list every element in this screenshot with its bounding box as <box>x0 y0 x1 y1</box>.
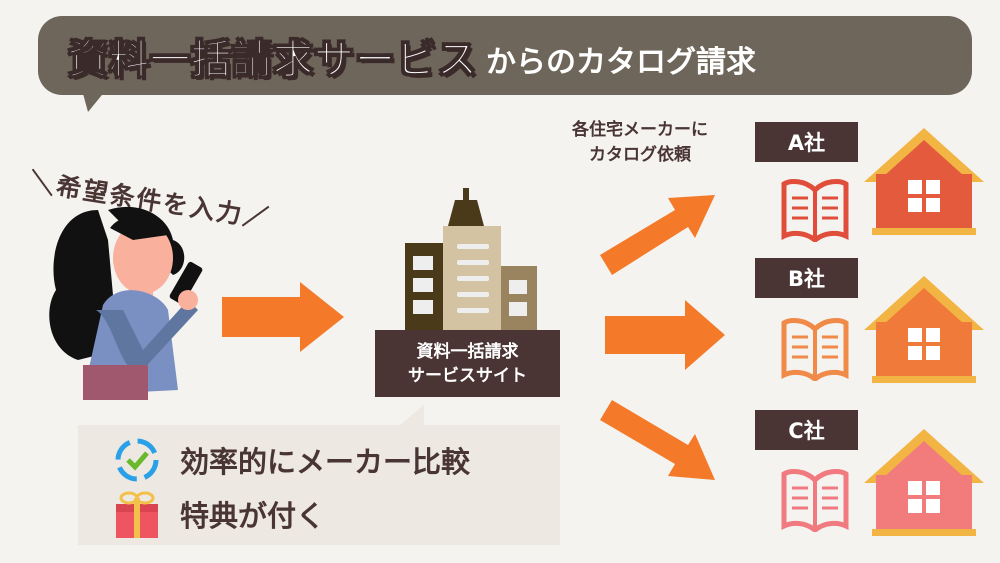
title-bubble-tail <box>82 90 106 112</box>
request-caption: 各住宅メーカーに カタログ依頼 <box>545 118 735 168</box>
gift-icon <box>116 491 158 538</box>
house-b-icon <box>864 276 984 383</box>
house-c-icon <box>864 429 984 536</box>
benefit-item: 特典が付く <box>112 490 325 538</box>
building-icon <box>405 188 537 333</box>
benefit-label: 効率的にメーカー比較 <box>180 445 471 479</box>
request-caption-line1: 各住宅メーカーに <box>572 120 708 140</box>
benefit-label: 特典が付く <box>180 499 326 533</box>
title-banner: 資料一括請求サービス からのカタログ請求 <box>38 16 972 95</box>
company-c-label: C社 <box>755 410 858 450</box>
arrow-to-service <box>222 282 344 352</box>
house-a-icon <box>864 128 984 235</box>
company-b-label: B社 <box>755 258 858 298</box>
arrow-to-company-c <box>600 400 715 480</box>
service-site-line2: サービスサイト <box>408 366 527 386</box>
catalog-book-icon <box>781 318 849 381</box>
arrow-to-company-a <box>600 195 715 275</box>
company-a-label: A社 <box>755 122 858 162</box>
benefits-box: 効率的にメーカー比較 特典が付く <box>78 425 560 545</box>
catalog-book-icon <box>781 469 849 532</box>
arrow-to-company-b <box>605 300 725 370</box>
service-site-label: 資料一括請求 サービスサイト <box>375 330 560 397</box>
woman-with-phone-illustration <box>49 206 203 400</box>
benefit-item: 効率的にメーカー比較 <box>112 435 470 485</box>
title-sub: からのカタログ請求 <box>486 44 756 80</box>
arrows-to-companies <box>600 195 725 480</box>
catalog-book-icon <box>781 179 849 242</box>
benefits-bubble-tail <box>398 405 424 427</box>
request-caption-line2: カタログ依頼 <box>589 145 691 165</box>
title-main: 資料一括請求サービス <box>68 36 478 83</box>
service-site-line1: 資料一括請求 <box>416 342 519 362</box>
cycle-check-icon <box>115 438 159 482</box>
